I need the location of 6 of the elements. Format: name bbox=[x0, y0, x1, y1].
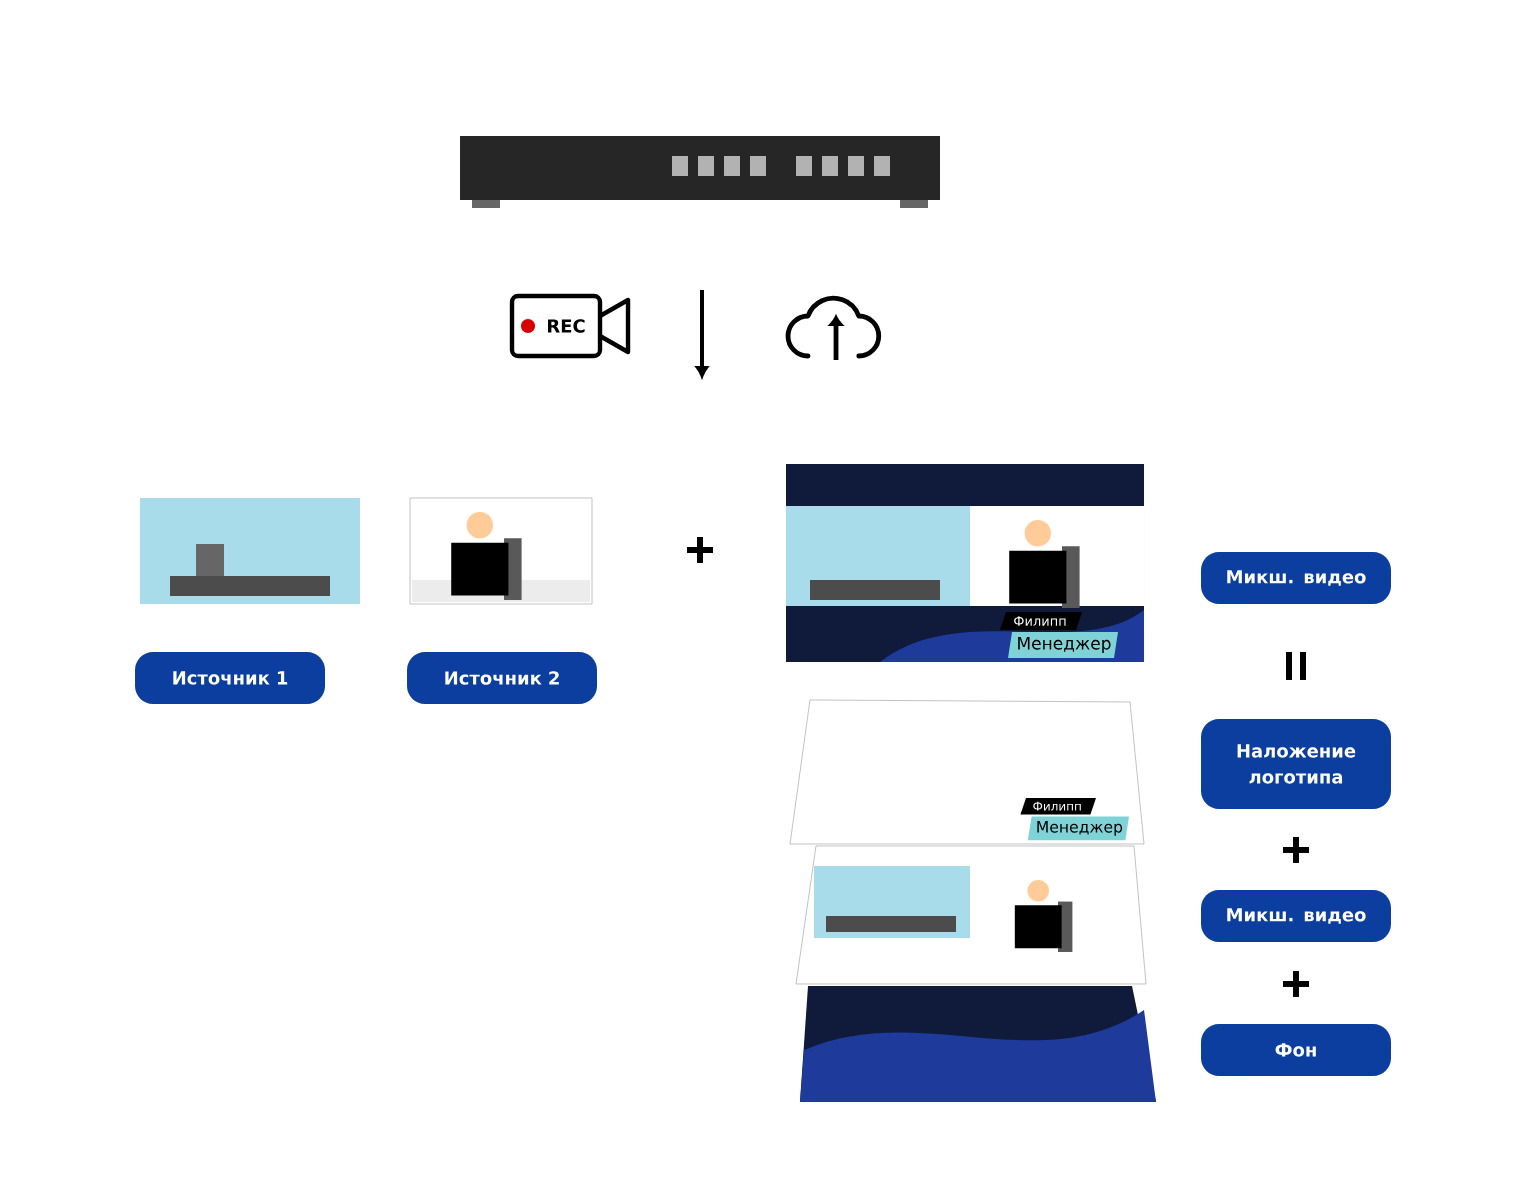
label-pill: Фон bbox=[1201, 1023, 1391, 1076]
label-pill: Источник 1 bbox=[135, 652, 325, 704]
label-pill: Источник 2 bbox=[407, 652, 597, 704]
label-pill: Наложение логотипа bbox=[1201, 718, 1391, 809]
label-pill: Микш. видео bbox=[1201, 889, 1391, 942]
label-pill: Микш. видео bbox=[1201, 551, 1391, 604]
